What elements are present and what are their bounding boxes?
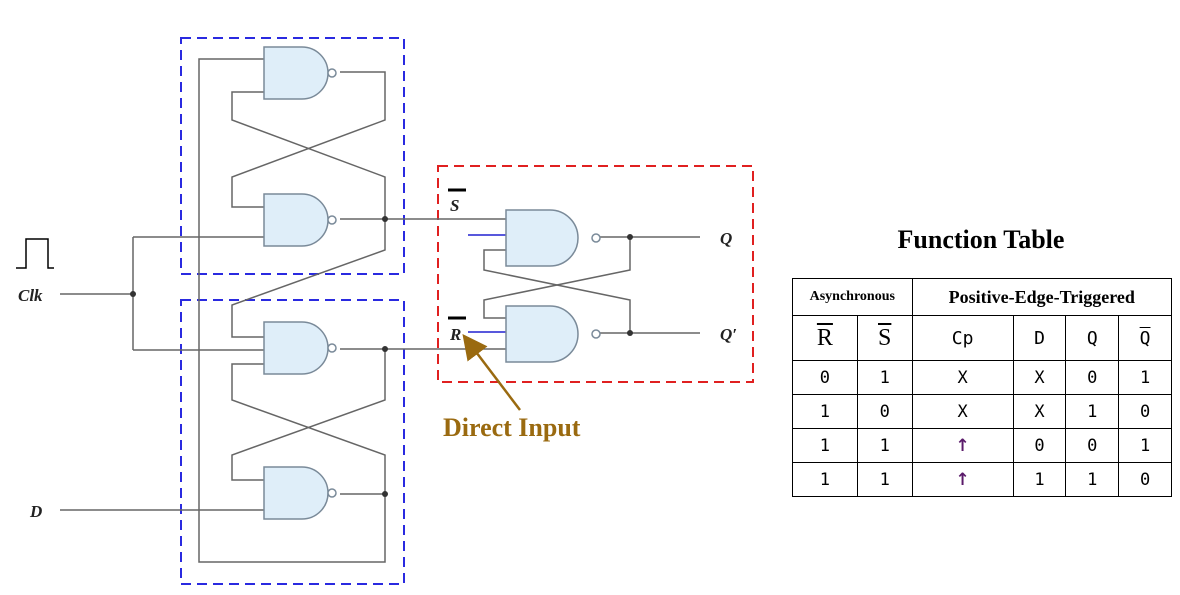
table-cell: X: [911, 360, 1014, 395]
nand-gate-6: [505, 305, 601, 363]
table-cell: 1: [1065, 462, 1120, 497]
table-cell: 0: [1065, 428, 1120, 463]
nand-gates: [263, 46, 601, 520]
table-cell: 1: [856, 360, 913, 395]
table-cell: 0: [1118, 462, 1172, 497]
col-cp: Cp: [911, 315, 1014, 361]
table-cell: 0: [1012, 428, 1067, 463]
direct-input-wires: [468, 234, 506, 333]
col-d: D: [1012, 315, 1067, 361]
table-cell: 0: [1118, 394, 1172, 429]
q-prime-label: Q′: [720, 325, 737, 344]
nand-gate-2: [263, 193, 337, 247]
d-label: D: [29, 502, 42, 521]
direct-input-arrow: [462, 334, 521, 411]
top-latch-box: [180, 37, 405, 275]
table-cell: 1: [1118, 428, 1172, 463]
table-cell: X: [911, 394, 1014, 429]
table-cell: 1: [792, 394, 858, 429]
group-positive-edge: Positive-Edge-Triggered: [911, 278, 1173, 316]
table-cell: 1: [792, 462, 858, 497]
s-bar-label: S: [450, 196, 459, 215]
table-cell: ↑: [911, 462, 1014, 497]
table-cell: 1: [1012, 462, 1067, 497]
q-label: Q: [720, 229, 732, 248]
direct-input-annotation: Direct Input: [443, 413, 581, 442]
table-cell: 1: [1065, 394, 1120, 429]
table-cell: 0: [792, 360, 858, 395]
nand-gate-3: [263, 321, 337, 375]
table-cell: 0: [1065, 360, 1120, 395]
col-q-bar: Q: [1118, 315, 1172, 361]
col-r-bar: R: [792, 315, 858, 361]
col-q: Q: [1065, 315, 1120, 361]
table-cell: 1: [856, 428, 913, 463]
group-header-row: Asynchronous Positive-Edge-Triggered: [792, 278, 1173, 316]
col-s-bar: S: [856, 315, 913, 361]
table-cell: 1: [792, 428, 858, 463]
table-cell: X: [1012, 394, 1067, 429]
clock-pulse-icon: [16, 238, 54, 269]
r-bar-label: R: [449, 325, 461, 344]
table-cell: X: [1012, 360, 1067, 395]
group-asynchronous: Asynchronous: [792, 278, 913, 316]
junction-dots: [130, 216, 633, 497]
function-table-title: Function Table: [897, 225, 1065, 254]
function-table: Asynchronous Positive-Edge-Triggered R S…: [792, 278, 1173, 497]
nand-gate-5: [505, 209, 601, 267]
table-cell: ↑: [911, 428, 1014, 463]
output-latch-box: [437, 165, 754, 383]
clk-label: Clk: [18, 286, 43, 305]
flip-flop-circuit: Clk D S R Q Q′ Direct Input: [16, 37, 754, 585]
table-cell: 1: [856, 462, 913, 497]
nand-gate-1: [263, 46, 337, 100]
bottom-latch-box: [180, 299, 405, 585]
wires: [60, 58, 700, 563]
column-header-row: R S Cp D Q Q: [792, 315, 1172, 361]
table-cell: 1: [1118, 360, 1172, 395]
nand-gate-4: [263, 466, 337, 520]
table-cell: 0: [856, 394, 913, 429]
